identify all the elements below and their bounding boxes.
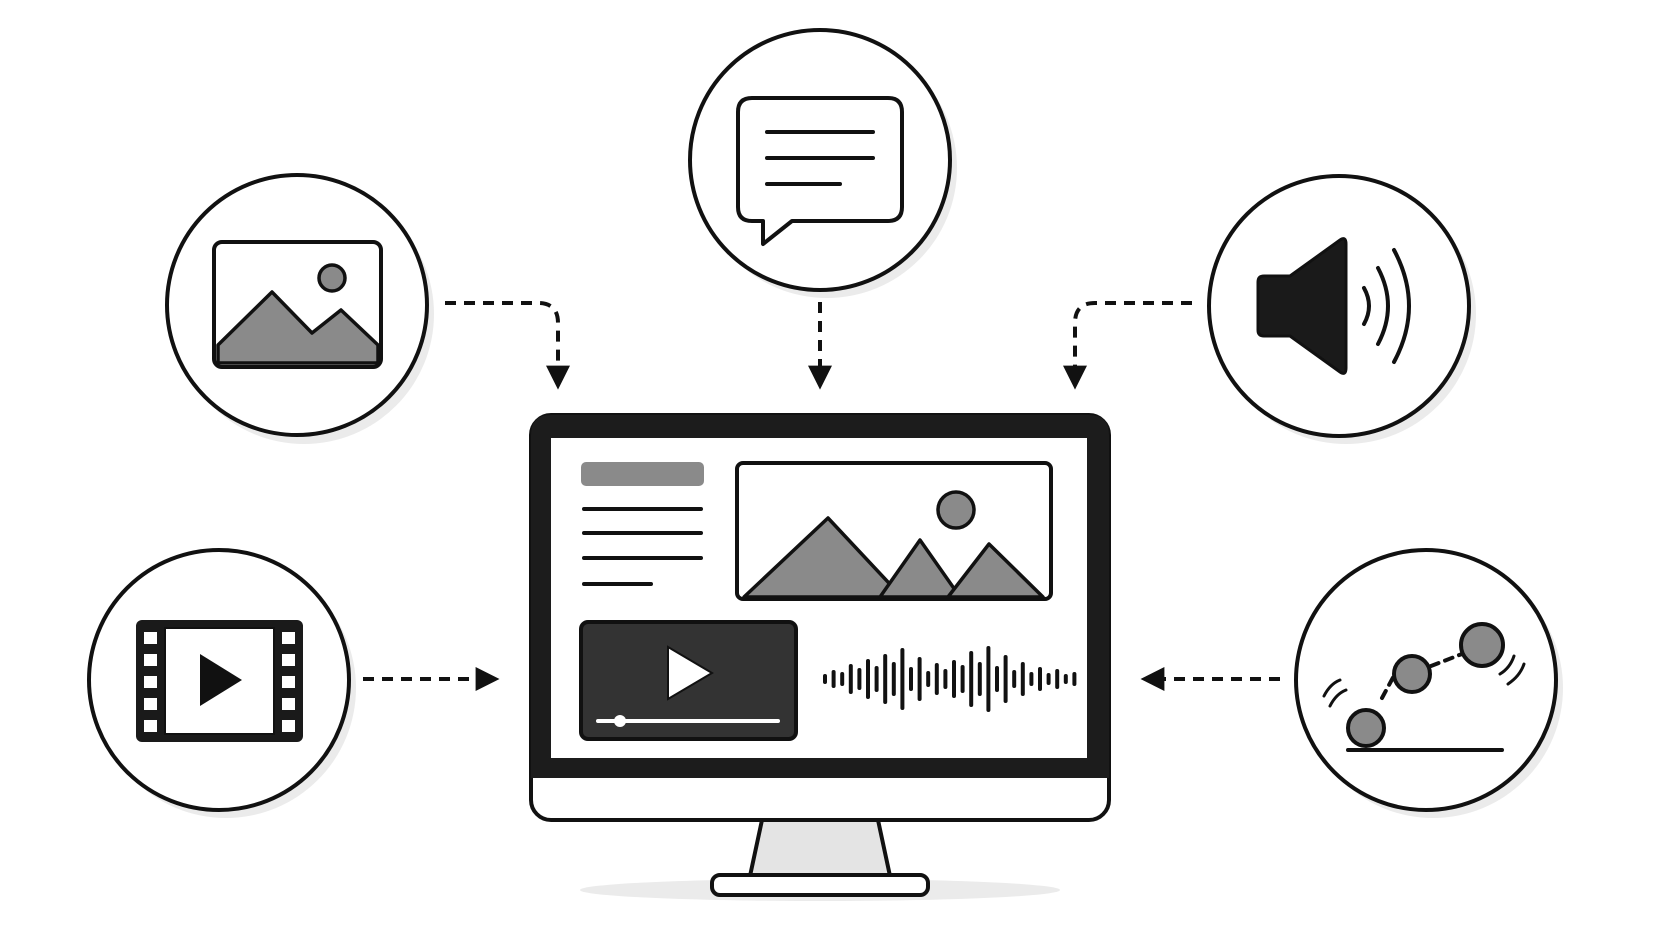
edge-audio-to-monitor xyxy=(1063,301,1192,390)
screen-text-block xyxy=(581,462,704,586)
screen-image-icon xyxy=(735,461,1053,601)
connectors xyxy=(363,301,1280,691)
bouncing-ball-icon xyxy=(1322,622,1526,752)
video-source-node xyxy=(87,548,356,818)
screen-play-icon xyxy=(667,645,714,701)
monitor-stand xyxy=(748,818,892,878)
monitor xyxy=(529,413,1111,901)
image-source-node xyxy=(165,173,434,444)
audio-source-node xyxy=(1207,174,1476,444)
speaker-icon xyxy=(1256,237,1411,375)
animation-source-node xyxy=(1294,548,1563,818)
monitor-base xyxy=(710,873,930,897)
chat-bubble-icon xyxy=(736,96,904,246)
image-icon xyxy=(212,240,383,369)
edge-image-to-monitor xyxy=(445,301,570,390)
film-play-icon xyxy=(136,620,303,742)
text-source-node xyxy=(688,28,957,298)
screen-audio-waveform xyxy=(823,646,1077,712)
screen-video-player xyxy=(579,620,798,741)
